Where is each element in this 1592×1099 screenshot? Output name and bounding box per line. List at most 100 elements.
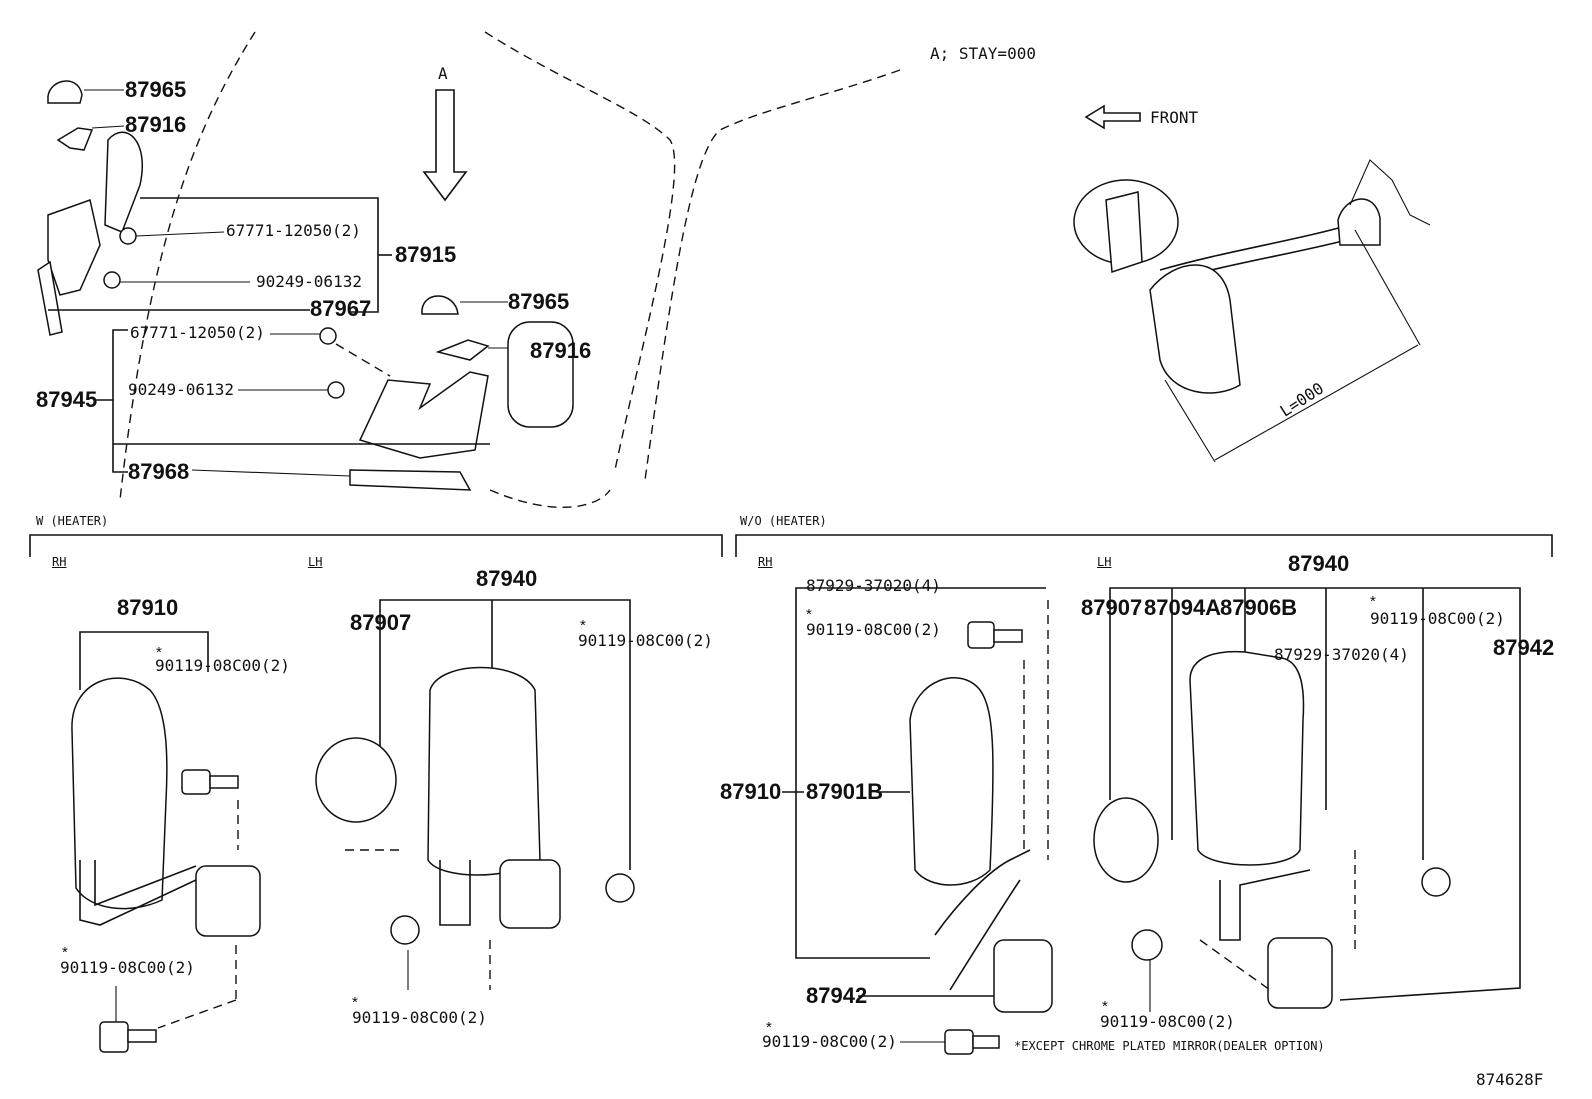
part-87942-lh: 87942 — [1493, 635, 1555, 660]
asterisk: * — [352, 994, 358, 1011]
mirror-stay-lh — [439, 860, 471, 926]
cab-outline-left — [119, 31, 256, 501]
part-87094a: 87094A — [1144, 595, 1222, 620]
screw-icon — [119, 227, 137, 245]
convex-mirror-lh-icon — [315, 737, 397, 823]
part-87940: 87940 — [476, 566, 538, 591]
part-87907: 87907 — [350, 610, 412, 635]
cab-outline-roof — [644, 69, 901, 481]
part-90119: 90119-08C00(2) — [352, 1008, 487, 1027]
dashed-guide — [157, 999, 237, 1029]
rh-label: RH — [52, 555, 67, 569]
front-arrow-icon — [1084, 104, 1141, 130]
part-87916-center: 87916 — [530, 338, 592, 363]
dashed-guide — [335, 343, 391, 377]
mirror-bracket-icon — [1105, 191, 1143, 274]
mount-lines — [1349, 159, 1431, 226]
asterisk: * — [62, 944, 68, 961]
rh-label-no-heater: RH — [758, 555, 773, 569]
leader — [91, 125, 125, 129]
dimension-line — [1164, 379, 1216, 463]
part-90249-center: 90249-06132 — [128, 380, 234, 399]
dashed-guide — [1199, 939, 1271, 991]
bolt-icon — [1131, 929, 1163, 961]
part-87942: 87942 — [806, 983, 868, 1008]
cover-87945-icon — [358, 371, 489, 459]
section-frame-heater — [29, 534, 723, 557]
bracket-87916-icon — [56, 127, 94, 151]
mirror-87906b-icon — [1189, 650, 1305, 866]
part-90119: 90119-08C00(2) — [806, 620, 941, 639]
figure-id: 874628F — [1476, 1070, 1544, 1089]
asterisk: * — [1102, 998, 1108, 1015]
leader — [135, 231, 225, 237]
cap-87965-icon — [47, 80, 83, 104]
dimension-line — [1354, 229, 1421, 346]
screw-icon — [319, 327, 337, 345]
main-mirror-icon — [1149, 264, 1241, 394]
part-87901b: 87901B — [806, 779, 884, 804]
mount-lh-no-heater-icon — [1267, 937, 1333, 1009]
part-67771-center: 67771-12050(2) — [130, 323, 265, 342]
stay-mount-icon — [1337, 198, 1381, 246]
section-with-heater: W (HEATER) — [36, 514, 109, 528]
part-87916: 87916 — [125, 112, 187, 137]
part-90119: 90119-08C00(2) — [155, 656, 290, 675]
part-90119: 90119-08C00(2) — [762, 1032, 897, 1051]
convex-mirror-87907-icon — [1093, 797, 1159, 883]
lh-label-no-heater: LH — [1097, 555, 1112, 569]
part-87929-lh: 87929-37020(4) — [1274, 645, 1409, 664]
part-87965: 87965 — [125, 77, 187, 102]
part-87915: 87915 — [395, 242, 457, 267]
screw-icon — [327, 381, 345, 399]
mount-lh-icon — [499, 859, 561, 929]
mount-no-heater-icon — [993, 939, 1053, 1013]
part-87910: 87910 — [117, 595, 179, 620]
bolt-icon — [944, 1029, 974, 1055]
part-90119: 90119-08C00(2) — [1100, 1012, 1235, 1031]
bolt-icon — [967, 621, 995, 649]
part-67771: 67771-12050(2) — [226, 221, 361, 240]
part-90119: 90119-08C00(2) — [60, 958, 195, 977]
asterisk: * — [766, 1019, 772, 1036]
bolt-shank-icon — [127, 1029, 157, 1043]
part-90119: 90119-08C00(2) — [578, 631, 713, 650]
mirror-body-icon — [507, 321, 574, 428]
bracket-87915 — [140, 197, 379, 313]
asterisk: * — [1370, 593, 1376, 610]
mirror-stay-no-heater — [949, 879, 1021, 991]
heated-mirror-lh-icon — [427, 666, 541, 876]
mirror-stay-lh-no-heater — [1219, 869, 1311, 941]
bolt-shank-icon — [972, 1035, 1000, 1049]
part-87910-no-heater: 87910 — [720, 779, 782, 804]
mirror-87901b-icon — [909, 677, 994, 886]
part-87945: 87945 — [36, 387, 98, 412]
bracket-87940 — [379, 599, 631, 870]
footnote: *EXCEPT CHROME PLATED MIRROR(DEALER OPTI… — [1014, 1039, 1325, 1053]
cap-87965-icon — [421, 295, 459, 315]
bracket-87945 — [112, 329, 128, 473]
bracket-87910-no-heater — [795, 587, 1046, 959]
stay-arm — [1159, 221, 1361, 271]
section-without-heater: W/O (HEATER) — [740, 514, 827, 528]
part-90119: 90119-08C00(2) — [1370, 609, 1505, 628]
bolt-shank-icon — [993, 629, 1023, 643]
bolt-icon — [181, 769, 211, 795]
mirror-stay-no-heater — [934, 849, 1031, 936]
front-label: FRONT — [1150, 108, 1199, 127]
view-arrow-icon — [422, 89, 468, 202]
lh-label: LH — [308, 555, 323, 569]
part-87967: 87967 — [310, 296, 372, 321]
part-87907-no-heater: 87907 — [1081, 595, 1143, 620]
part-90249: 90249-06132 — [256, 272, 362, 291]
heated-mirror-rh-icon — [71, 677, 168, 910]
screw-icon — [103, 271, 121, 289]
bracket-87940-no-heater — [1109, 587, 1521, 1001]
dimension-line — [1214, 344, 1419, 461]
leader — [191, 469, 351, 477]
bolt-icon — [99, 1021, 129, 1053]
view-label: A — [438, 64, 448, 83]
cover-87967-icon — [47, 199, 101, 296]
